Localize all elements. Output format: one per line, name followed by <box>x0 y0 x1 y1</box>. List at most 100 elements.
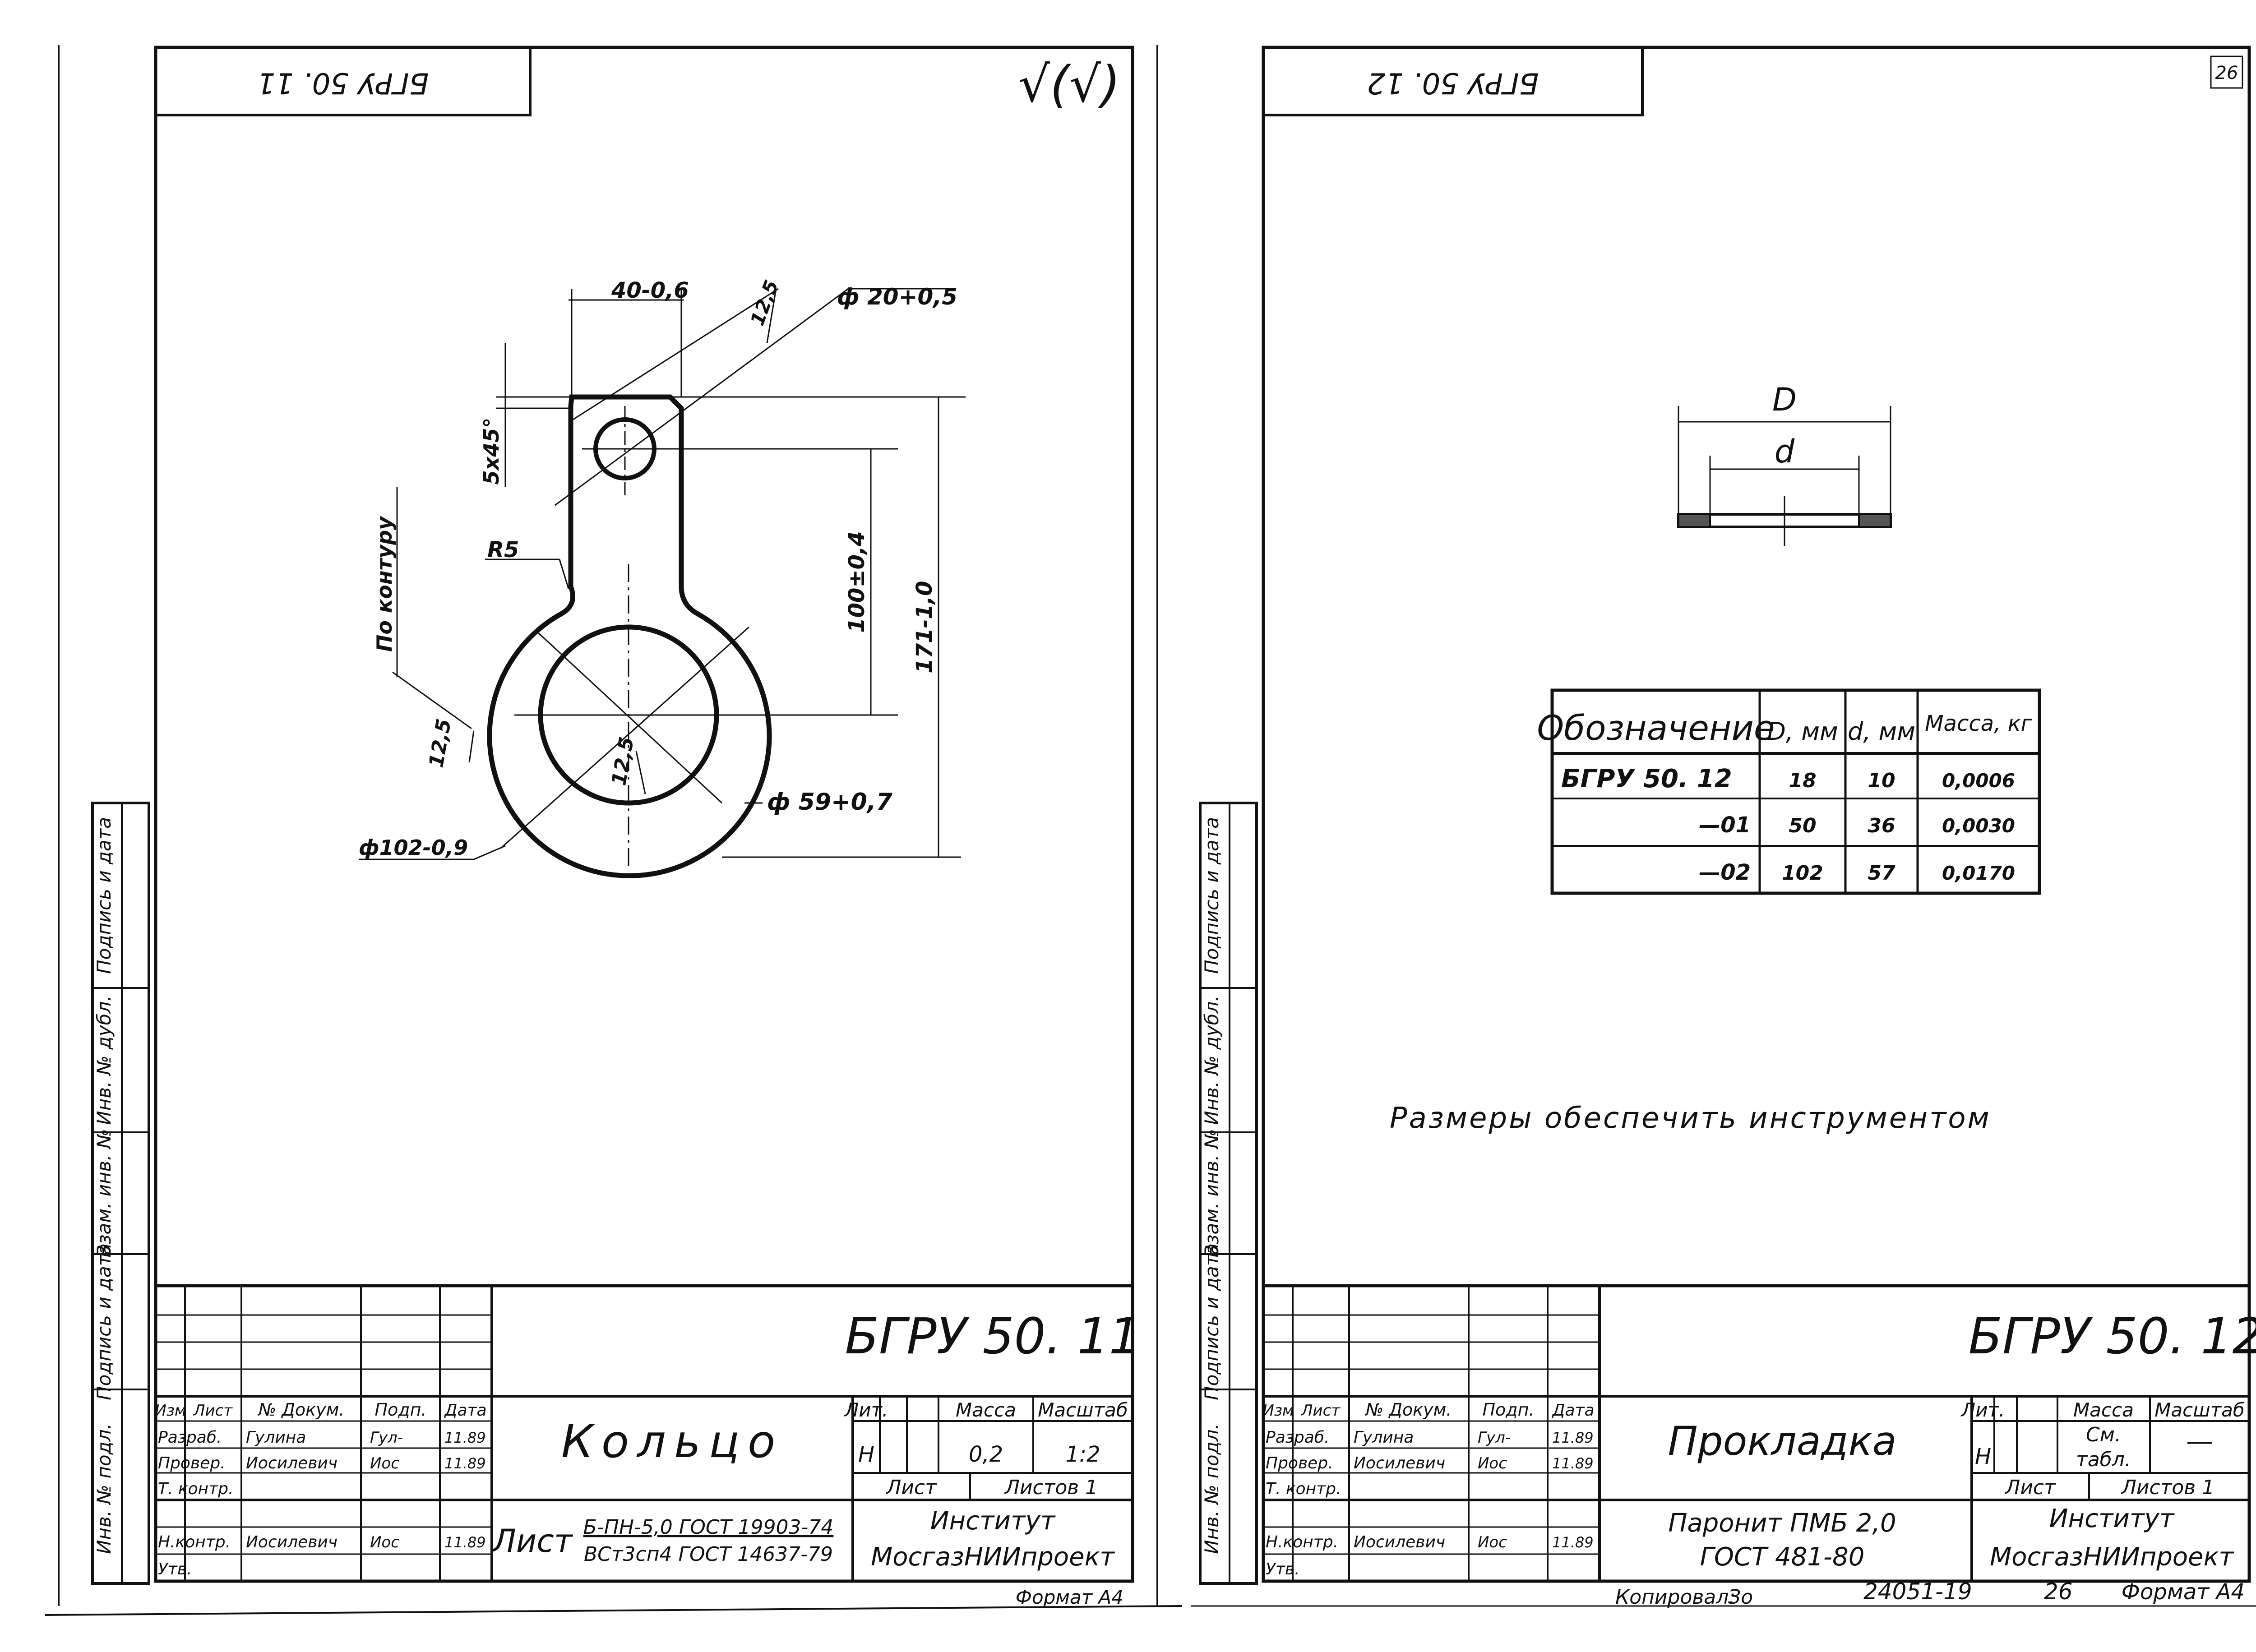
dim-chamfer-angle: 12,5 <box>746 277 782 328</box>
dim-width-top: 40-0,6 <box>611 278 689 303</box>
left-corner-code-box <box>154 46 532 116</box>
svg-text:Провер.: Провер. <box>1266 1454 1333 1472</box>
svg-text:Т. контр.: Т. контр. <box>158 1480 233 1498</box>
svg-text:БГРУ 50. 12: БГРУ 50. 12 <box>1561 764 1732 794</box>
left-org-line2: МосгазНИИпроект <box>871 1542 1115 1572</box>
right-sheet-label: Лист <box>2004 1476 2056 1499</box>
left-sheet-label: Лист <box>885 1476 937 1499</box>
left-col-izm: Изм <box>155 1402 186 1420</box>
svg-text:0,0006: 0,0006 <box>1942 770 2015 792</box>
footer-number: 24051-19 <box>1863 1578 1972 1605</box>
right-org-line1: Институт <box>2049 1504 2175 1533</box>
right-lit-value: Н <box>1975 1444 1991 1469</box>
svg-text:0,0170: 0,0170 <box>1942 862 2015 884</box>
left-corner-code: БГРУ 50. 11 <box>257 66 429 99</box>
table-row: —01 50 36 0,0030 <box>1699 812 2015 838</box>
ring-outline <box>487 394 772 878</box>
dim-contour-note: По контуру <box>372 516 397 652</box>
right-col-date: Дата <box>1551 1401 1594 1420</box>
left-bottom-trim <box>45 1605 1183 1616</box>
footer-copied-sign: Зо <box>1728 1586 1753 1609</box>
side-label-1: Инв. № подл. <box>93 1423 115 1554</box>
table-header-d: d, мм <box>1848 717 1915 746</box>
svg-text:Гул-: Гул- <box>1478 1429 1511 1447</box>
side-label-1: Инв. № подл. <box>1201 1423 1223 1554</box>
left-material-line1: Б-ПН-5,0 ГОСТ 19903-74 <box>583 1516 834 1539</box>
left-role-row: Провер. Иосилевич Иос 11.89 <box>158 1454 486 1472</box>
side-label-4: Инв. № дубл. <box>93 995 115 1125</box>
side-label-2: Подпись и дата <box>93 1243 115 1400</box>
svg-text:Разраб.: Разраб. <box>1266 1428 1329 1447</box>
svg-text:50: 50 <box>1789 814 1816 837</box>
left-side-strip: Инв. № подл. Подпись и дата Взам. инв. №… <box>91 802 150 1585</box>
left-doc-code: БГРУ 50. 11 <box>845 1307 1141 1365</box>
left-col-date: Дата <box>444 1401 486 1420</box>
right-side-strip: Инв. № подл. Подпись и дата Взам. инв. №… <box>1199 802 1258 1585</box>
svg-text:10: 10 <box>1868 769 1895 792</box>
svg-text:Разраб.: Разраб. <box>158 1428 222 1447</box>
right-org-line2: МосгазНИИпроект <box>1990 1542 2234 1572</box>
svg-text:Провер.: Провер. <box>158 1454 226 1472</box>
left-sheet: БГРУ 50. 11 √(√) Инв. № подл. Подпись и … <box>45 45 1183 1616</box>
left-scale-label: Масштаб <box>1038 1399 1128 1421</box>
dim-inner-diameter: ф 59+0,7 <box>767 789 893 816</box>
svg-text:Т. контр.: Т. контр. <box>1266 1480 1341 1498</box>
right-sheets-label: Листов 1 <box>2121 1476 2214 1499</box>
right-role-row: Утв. <box>1266 1560 1300 1578</box>
side-label-5: Подпись и дата <box>1201 817 1223 974</box>
right-mass-value-1: См. <box>2086 1423 2121 1446</box>
dim-wall-outer: 12,5 <box>425 717 456 770</box>
left-scale-value: 1:2 <box>1065 1442 1100 1467</box>
right-col-sign: Подп. <box>1482 1400 1534 1420</box>
svg-text:—01: —01 <box>1699 812 1751 838</box>
side-label-5: Подпись и дата <box>93 817 115 974</box>
svg-text:11.89: 11.89 <box>444 1429 486 1446</box>
dim-total-length: 171-1,0 <box>912 581 937 673</box>
svg-text:Иосилевич: Иосилевич <box>1354 1454 1445 1472</box>
dim-chamfer: 5х45° <box>479 418 504 485</box>
left-role-row: Утв. <box>158 1560 192 1578</box>
left-role-row: Разраб. Гулина Гул- 11.89 <box>158 1428 486 1447</box>
svg-text:Утв.: Утв. <box>1266 1560 1300 1578</box>
left-doc-name: Кольцо <box>561 1415 783 1468</box>
dimension-note: Размеры обеспечить инструментом <box>1390 1102 1991 1135</box>
table-row: —02 102 57 0,0170 <box>1699 860 2015 885</box>
left-material-line2: ВСт3сп4 ГОСТ 14637-79 <box>584 1543 833 1566</box>
left-col-list: Лист <box>193 1402 233 1420</box>
left-lit-value: Н <box>858 1442 874 1467</box>
left-mass-label: Масса <box>956 1399 1016 1421</box>
svg-text:11.89: 11.89 <box>444 1534 486 1551</box>
right-role-row: Т. контр. <box>1266 1480 1341 1498</box>
table-header-mass: Масса, кг <box>1925 711 2033 736</box>
right-title-block: БГРУ 50. 12 Прокладка Лит. Масса Масштаб… <box>1262 1284 2256 1583</box>
right-col-doc: № Докум. <box>1365 1400 1452 1420</box>
svg-text:Иосилевич: Иосилевич <box>1354 1533 1445 1551</box>
left-title-block: БГРУ 50. 11 Кольцо Лит. Масса Масштаб Н … <box>154 1284 1141 1608</box>
svg-text:Иосилевич: Иосилевич <box>246 1454 337 1472</box>
left-mass-value: 0,2 <box>969 1442 1003 1467</box>
right-role-row: Разраб. Гулина Гул- 11.89 <box>1266 1428 1594 1447</box>
left-format: Формат А4 <box>1016 1586 1123 1608</box>
right-footer: Копировал: Зо 24051-19 26 Формат А4 <box>1191 1578 2256 1609</box>
dim-small-hole: ф 20+0,5 <box>837 284 957 310</box>
dim-wall-inner: 12,5 <box>607 735 638 788</box>
svg-text:36: 36 <box>1868 814 1895 837</box>
svg-text:—02: —02 <box>1699 860 1751 885</box>
dim-outer-D: D <box>1772 381 1797 418</box>
svg-text:Иос: Иос <box>370 1454 399 1472</box>
svg-text:Гулина: Гулина <box>246 1428 306 1447</box>
right-corner-code: БГРУ 50. 12 <box>1367 66 1539 99</box>
svg-text:11.89: 11.89 <box>1552 1455 1594 1472</box>
dim-radius: R5 <box>487 537 519 563</box>
table-header-designation: Обозначение <box>1537 708 1775 748</box>
side-label-2: Подпись и дата <box>1201 1243 1223 1400</box>
right-role-row: Н.контр. Иосилевич Иос 11.89 <box>1266 1533 1594 1551</box>
right-col-list: Лист <box>1300 1402 1341 1420</box>
page-number: 26 <box>2215 63 2238 83</box>
ring-drawing: 40-0,6 12,5 ф 20+0,5 5х45° R5 По контуру… <box>359 277 966 878</box>
svg-text:Иосилевич: Иосилевич <box>246 1533 337 1551</box>
right-scale-label: Масштаб <box>2154 1399 2245 1421</box>
left-role-row: Т. контр. <box>158 1480 233 1498</box>
left-sheets-label: Листов 1 <box>1004 1476 1098 1499</box>
